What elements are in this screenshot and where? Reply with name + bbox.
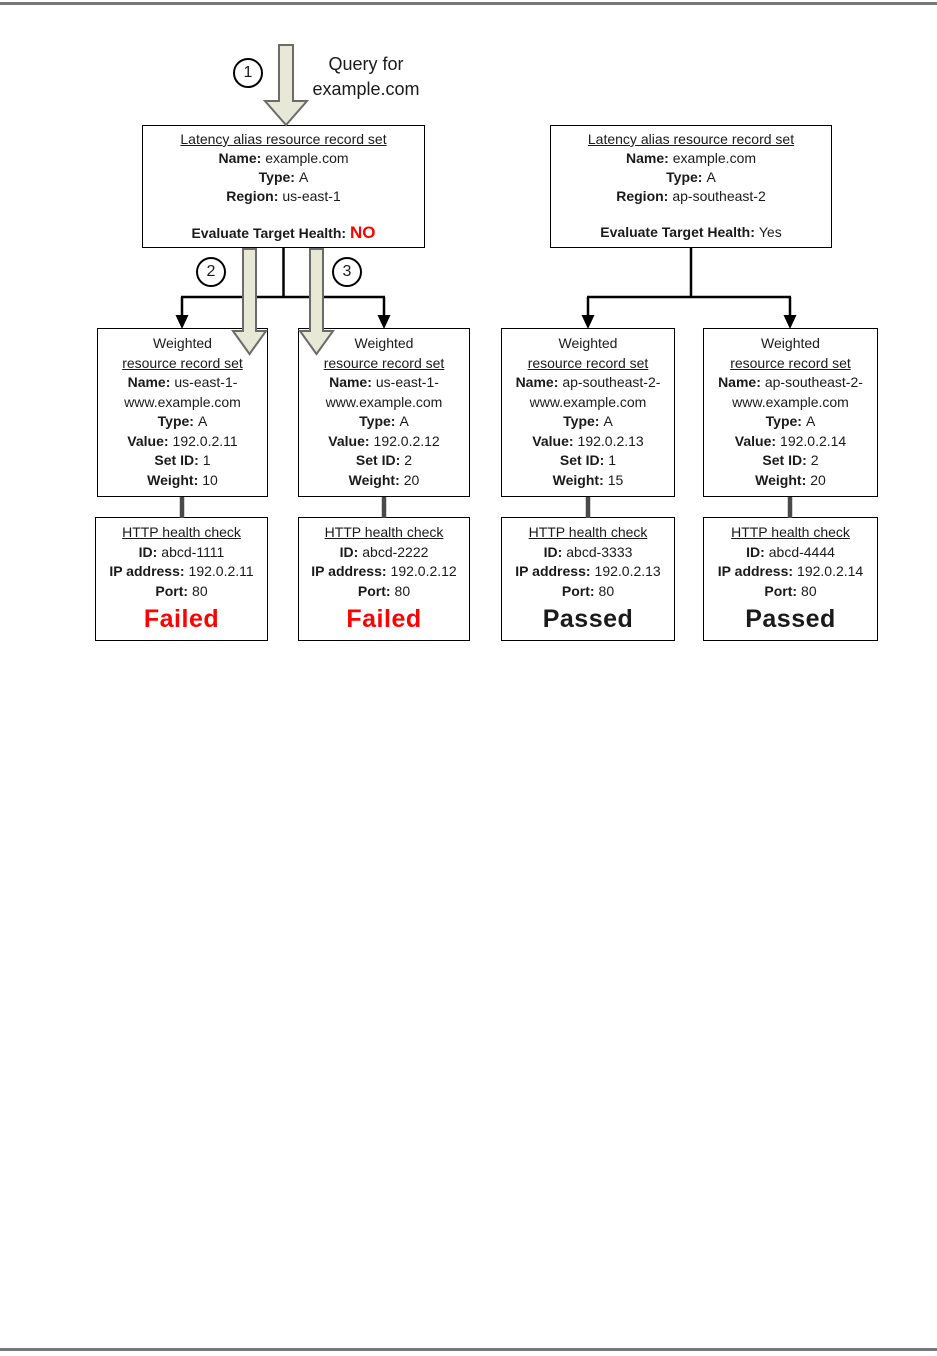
weighted-setid-line: Set ID:2 xyxy=(762,452,819,468)
health-check-1: HTTP health check ID:abcd-1111 IP addres… xyxy=(95,517,268,641)
latency-title: Latency alias resource record set xyxy=(587,131,795,147)
page-bottom-rule xyxy=(0,1348,937,1351)
weighted-type-line: Type:A xyxy=(157,413,208,429)
health-check-status-passed: Passed xyxy=(745,605,836,633)
weighted-setid-line: Set ID:1 xyxy=(154,452,211,468)
weighted-name-line2: www.example.com xyxy=(325,393,443,410)
query-label: Query for example.com xyxy=(300,52,432,102)
weighted-name-line: Name:ap-southeast-2- xyxy=(515,374,661,390)
weighted-title-line2: resource record set xyxy=(122,354,243,371)
health-check-status-passed: Passed xyxy=(542,605,634,633)
health-check-port-line: Port:80 xyxy=(155,582,208,599)
weighted-weight-line: Weight:10 xyxy=(147,471,218,488)
right-tree-arrowhead-1 xyxy=(581,315,595,329)
step-1-badge: 1 xyxy=(233,58,263,88)
weighted-type-line: Type:A xyxy=(563,413,613,429)
weighted-weight-line: Weight:20 xyxy=(755,471,826,488)
health-check-title: HTTP health check xyxy=(122,524,241,540)
health-check-2: HTTP health check ID:abcd-2222 IP addres… xyxy=(298,517,470,641)
latency-type-line: Type:A xyxy=(258,169,309,185)
health-check-port-line: Port:80 xyxy=(561,582,615,599)
health-check-id-line: ID:abcd-3333 xyxy=(543,543,633,560)
weighted-title-line1: Weighted xyxy=(558,335,618,351)
evaluate-target-health-line: Evaluate Target Health:Yes xyxy=(600,224,782,240)
weighted-name-line2: www.example.com xyxy=(124,393,241,410)
weighted-title-line1: Weighted xyxy=(761,335,820,351)
weighted-record-set-3: Weighted resource record set Name:ap-sou… xyxy=(501,328,675,497)
weighted-record-set-4: Weighted resource record set Name:ap-sou… xyxy=(703,328,878,497)
step-2-badge: 2 xyxy=(196,257,226,287)
latency-record-set-ap-southeast-2: Latency alias resource record set Name:e… xyxy=(550,125,832,248)
weighted-value-line: Value:192.0.2.14 xyxy=(734,432,847,449)
weighted-setid-line: Set ID:1 xyxy=(559,452,617,468)
health-check-3: HTTP health check ID:abcd-3333 IP addres… xyxy=(501,517,675,641)
weighted-type-line: Type:A xyxy=(765,413,816,429)
health-check-status-failed: Failed xyxy=(346,605,422,633)
latency-record-set-us-east-1: Latency alias resource record set Name:e… xyxy=(142,125,425,248)
weighted-title-line1: Weighted xyxy=(153,335,212,351)
right-tree-connector xyxy=(586,248,792,317)
weighted-name-line: Name:us-east-1- xyxy=(329,374,439,390)
evaluate-target-health-line: Evaluate Target Health:NO xyxy=(191,223,376,242)
health-check-title: HTTP health check xyxy=(528,524,648,540)
page-top-rule xyxy=(0,2,937,5)
weighted-name-line2: www.example.com xyxy=(732,393,849,410)
weighted-type-line: Type:A xyxy=(359,413,409,429)
weighted-title-line2: resource record set xyxy=(527,354,649,371)
weighted-name-line: Name:ap-southeast-2- xyxy=(718,374,863,390)
health-check-status-failed: Failed xyxy=(143,605,220,633)
weighted-weight-line: Weight:20 xyxy=(348,471,420,488)
left-tree-arrowhead-2 xyxy=(377,315,391,329)
query-label-line2: example.com xyxy=(312,79,420,99)
weighted-value-line: Value:192.0.2.11 xyxy=(127,432,238,449)
health-check-ip-line: IP address:192.0.2.14 xyxy=(717,563,864,579)
health-check-ip-line: IP address:192.0.2.12 xyxy=(311,563,457,579)
weighted-setid-line: Set ID:2 xyxy=(355,452,413,468)
weighted-value-line: Value:192.0.2.13 xyxy=(532,432,644,449)
health-check-ip-line: IP address:192.0.2.11 xyxy=(109,563,254,579)
weighted-weight-line: Weight:15 xyxy=(552,471,624,488)
health-check-ip-line: IP address:192.0.2.13 xyxy=(515,563,661,579)
health-check-id-line: ID:abcd-2222 xyxy=(339,543,429,560)
left-tree-arrowhead-1 xyxy=(175,315,189,329)
health-check-4: HTTP health check ID:abcd-4444 IP addres… xyxy=(703,517,878,641)
latency-region-line: Region:ap-southeast-2 xyxy=(616,188,766,204)
weighted-name-line: Name:us-east-1- xyxy=(127,374,238,390)
health-check-port-line: Port:80 xyxy=(764,582,817,599)
health-check-title: HTTP health check xyxy=(324,524,444,540)
right-tree-arrowhead-2 xyxy=(783,315,797,329)
weighted-value-line: Value:192.0.2.12 xyxy=(328,432,440,449)
health-check-title: HTTP health check xyxy=(731,524,850,540)
eth-value-yes: Yes xyxy=(758,224,782,240)
step-3-badge: 3 xyxy=(332,257,362,287)
weighted-title-line1: Weighted xyxy=(354,335,414,351)
latency-title: Latency alias resource record set xyxy=(180,131,387,147)
weighted-title-line2: resource record set xyxy=(323,354,445,371)
weighted-title-line2: resource record set xyxy=(730,354,851,371)
latency-name-line: Name:example.com xyxy=(625,150,757,166)
health-check-link-stubs xyxy=(179,497,793,518)
weighted-name-line2: www.example.com xyxy=(529,393,647,410)
eth-value-no: NO xyxy=(350,223,376,242)
latency-region-line: Region:us-east-1 xyxy=(226,188,341,204)
weighted-record-set-1: Weighted resource record set Name:us-eas… xyxy=(97,328,268,497)
health-check-port-line: Port:80 xyxy=(357,582,411,599)
latency-name-line: Name:example.com xyxy=(218,150,349,166)
health-check-id-line: ID:abcd-1111 xyxy=(138,543,225,560)
health-check-id-line: ID:abcd-4444 xyxy=(746,543,835,560)
weighted-record-set-2: Weighted resource record set Name:us-eas… xyxy=(298,328,470,497)
query-label-line1: Query for xyxy=(328,54,404,74)
latency-type-line: Type:A xyxy=(666,169,716,185)
